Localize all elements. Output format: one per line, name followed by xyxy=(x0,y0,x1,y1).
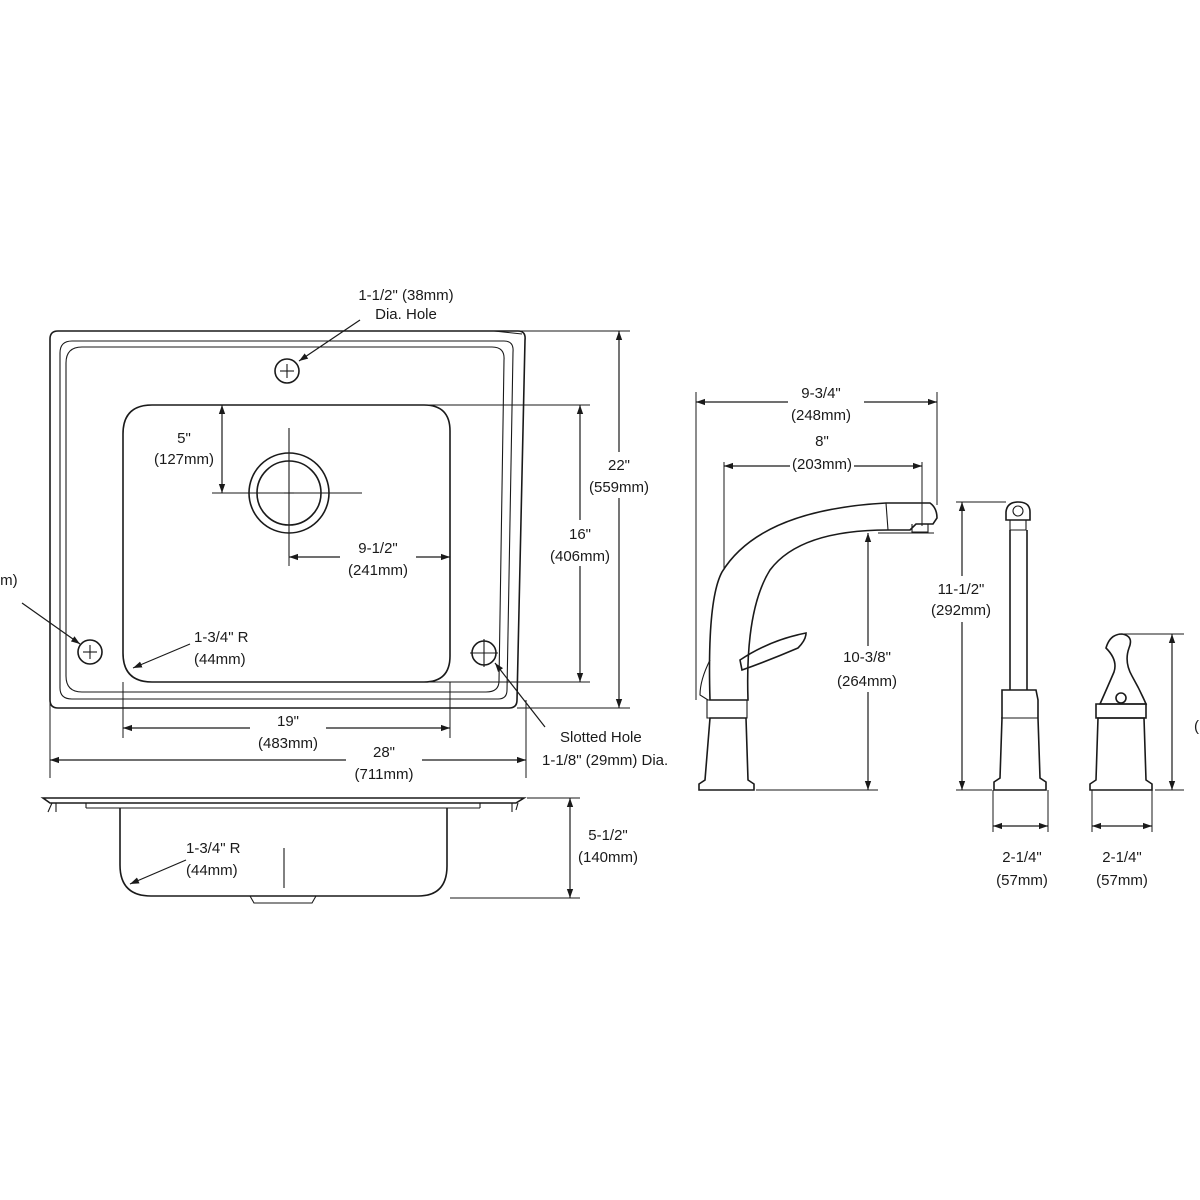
left-deck-hole xyxy=(77,639,103,665)
bowl-width-in: 19" xyxy=(277,713,299,730)
left-hole-label: (38mm) xyxy=(0,572,18,589)
sink-deck-inner xyxy=(65,346,505,693)
drain-center-in: 9-1/2" xyxy=(358,540,398,557)
spout-height-in: 10-3/8" xyxy=(843,649,891,666)
slotted-hole-label-2: 1-1/8" (29mm) Dia. xyxy=(542,752,668,769)
faucet-hole xyxy=(274,358,300,384)
sink-side-bowl xyxy=(119,808,448,897)
sink-top-view: 1-1/2" (38mm) Dia. Hole 5" (127mm) 9-1/2… xyxy=(0,287,668,784)
sink-side-view: 1-3/4" R (44mm) 5-1/2" (140mm) xyxy=(40,797,640,904)
corner-radius-side-mm: (44mm) xyxy=(186,862,238,879)
drain-offset-in: 5" xyxy=(177,430,191,447)
side-handle-view: 2-1/4" (57mm) ( xyxy=(1089,633,1199,889)
corner-radius-top-in: 1-3/4" R xyxy=(194,629,249,646)
overall-depth-in: 22" xyxy=(608,457,630,474)
handle-base-in: 2-1/4" xyxy=(1102,849,1142,866)
sink-deck xyxy=(59,340,514,700)
faucet-base xyxy=(698,717,755,791)
hole-dia-label-2: Dia. Hole xyxy=(375,306,437,323)
spout-height-mm: (264mm) xyxy=(837,673,897,690)
drain-center-mm: (241mm) xyxy=(348,562,408,579)
spout-reach-in: 8" xyxy=(815,433,829,450)
sprayer-base xyxy=(993,689,1047,791)
faucet-side-view: 9-3/4" (248mm) 8" (203mm) 10-3/8" (264mm… xyxy=(695,384,938,791)
corner-radius-top-mm: (44mm) xyxy=(194,651,246,668)
sprayer-head xyxy=(1005,501,1031,521)
handle-height-label: ( xyxy=(1194,718,1199,735)
sprayer-base-in: 2-1/4" xyxy=(1002,849,1042,866)
overall-width-mm: (711mm) xyxy=(355,766,414,783)
overall-depth-mm: (559mm) xyxy=(589,479,649,496)
faucet-lever xyxy=(739,632,807,672)
sprayer-height-mm: (292mm) xyxy=(931,602,991,619)
sprayer-base-mm: (57mm) xyxy=(996,872,1048,889)
sprayer-hose xyxy=(1009,530,1028,690)
bowl-depth-mm: (140mm) xyxy=(578,849,638,866)
faucet-reach-mm: (248mm) xyxy=(791,407,851,424)
drain xyxy=(212,428,362,556)
bowl-width-mm: (483mm) xyxy=(258,735,318,752)
bowl-length-in: 16" xyxy=(569,526,591,543)
slotted-hole xyxy=(470,639,498,667)
faucet-reach-in: 9-3/4" xyxy=(801,385,841,402)
sink-outer-rim xyxy=(49,330,526,709)
hole-dia-label: 1-1/2" (38mm) xyxy=(358,287,453,304)
faucet-spout xyxy=(708,502,938,701)
sprayer-height-in: 11-1/2" xyxy=(938,581,985,598)
drain-offset-mm: (127mm) xyxy=(154,451,214,468)
side-handle-base xyxy=(1089,717,1153,791)
bowl-length-mm: (406mm) xyxy=(550,548,610,565)
handle-base-mm: (57mm) xyxy=(1096,872,1148,889)
bowl-depth-in: 5-1/2" xyxy=(588,827,628,844)
spout-reach-mm: (203mm) xyxy=(792,456,852,473)
slotted-hole-label: Slotted Hole xyxy=(560,729,642,746)
sink-side-rim xyxy=(40,797,527,804)
corner-radius-side-in: 1-3/4" R xyxy=(186,840,241,857)
overall-width-in: 28" xyxy=(373,744,395,761)
sink-side-drain xyxy=(249,895,317,904)
sprayer-view: 11-1/2" (292mm) 2-1/4" (57mm) xyxy=(930,501,1049,889)
sink-bowl xyxy=(122,404,451,683)
